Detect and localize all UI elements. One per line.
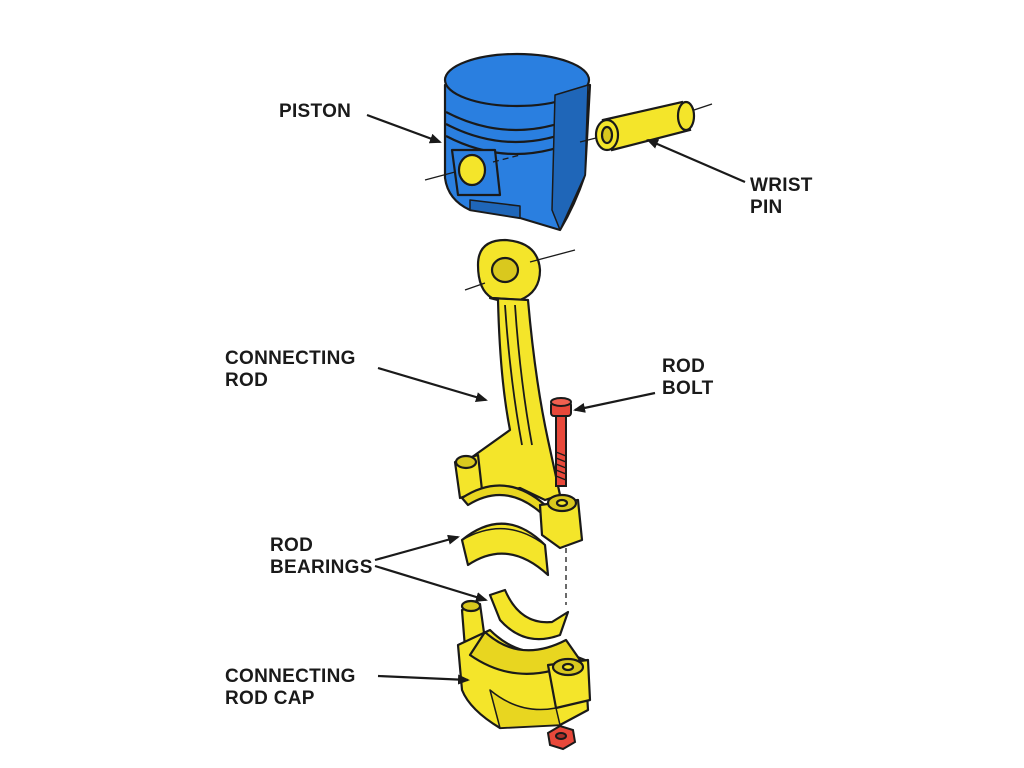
leader-lines — [366, 113, 746, 685]
wrist-pin-drawing — [594, 100, 696, 152]
label-connecting-rod: CONNECTING ROD — [225, 348, 356, 391]
connecting-rod-drawing — [453, 238, 584, 550]
label-wrist-pin: WRIST PIN — [750, 175, 813, 218]
label-rod-bearings: ROD BEARINGS — [270, 535, 373, 578]
label-rod-bolt: ROD BOLT — [662, 356, 714, 399]
rod-nut-drawing — [546, 724, 577, 751]
rod-bearing-upper-drawing — [460, 522, 550, 577]
label-connecting-rod-cap: CONNECTING ROD CAP — [225, 666, 356, 709]
rod-bolt-drawing — [550, 397, 572, 487]
label-piston: PISTON — [279, 101, 352, 122]
connecting-rod-cap-drawing — [456, 599, 592, 730]
piston-drawing — [443, 52, 592, 232]
rod-bearing-lower-drawing — [488, 588, 570, 641]
